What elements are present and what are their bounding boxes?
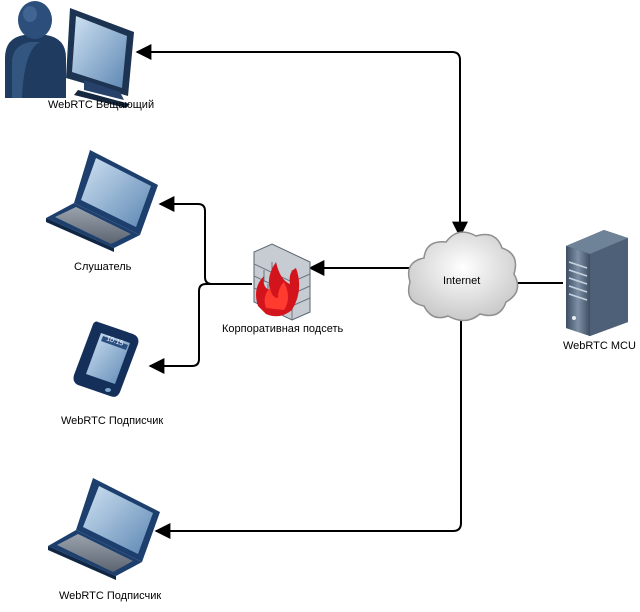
laptop-icon xyxy=(46,150,158,252)
cloud-icon xyxy=(407,231,519,322)
corporate-subnet-label: Корпоративная подсеть xyxy=(222,323,344,335)
link-internet-laptop xyxy=(154,318,462,539)
subscriber-phone-label: WebRTC Подписчик xyxy=(61,415,164,427)
monitor-icon xyxy=(66,8,134,108)
subscriber-laptop-label: WebRTC Подписчик xyxy=(59,590,162,602)
server-icon xyxy=(566,230,628,336)
broadcaster-label: WebRTC Вещающий xyxy=(48,99,155,111)
link-firewall-phone xyxy=(148,283,252,374)
user-icon xyxy=(5,1,66,98)
link-firewall-listener xyxy=(158,196,252,285)
internet-label: Internet xyxy=(443,275,481,287)
firewall-icon xyxy=(253,243,311,321)
listener-label: Слушатель xyxy=(74,261,132,273)
mcu-label: WebRTC MCU xyxy=(563,340,636,352)
connectors xyxy=(135,44,563,539)
smartphone-icon xyxy=(73,321,139,397)
link-broadcaster-internet xyxy=(135,44,468,238)
laptop-icon xyxy=(48,478,160,580)
